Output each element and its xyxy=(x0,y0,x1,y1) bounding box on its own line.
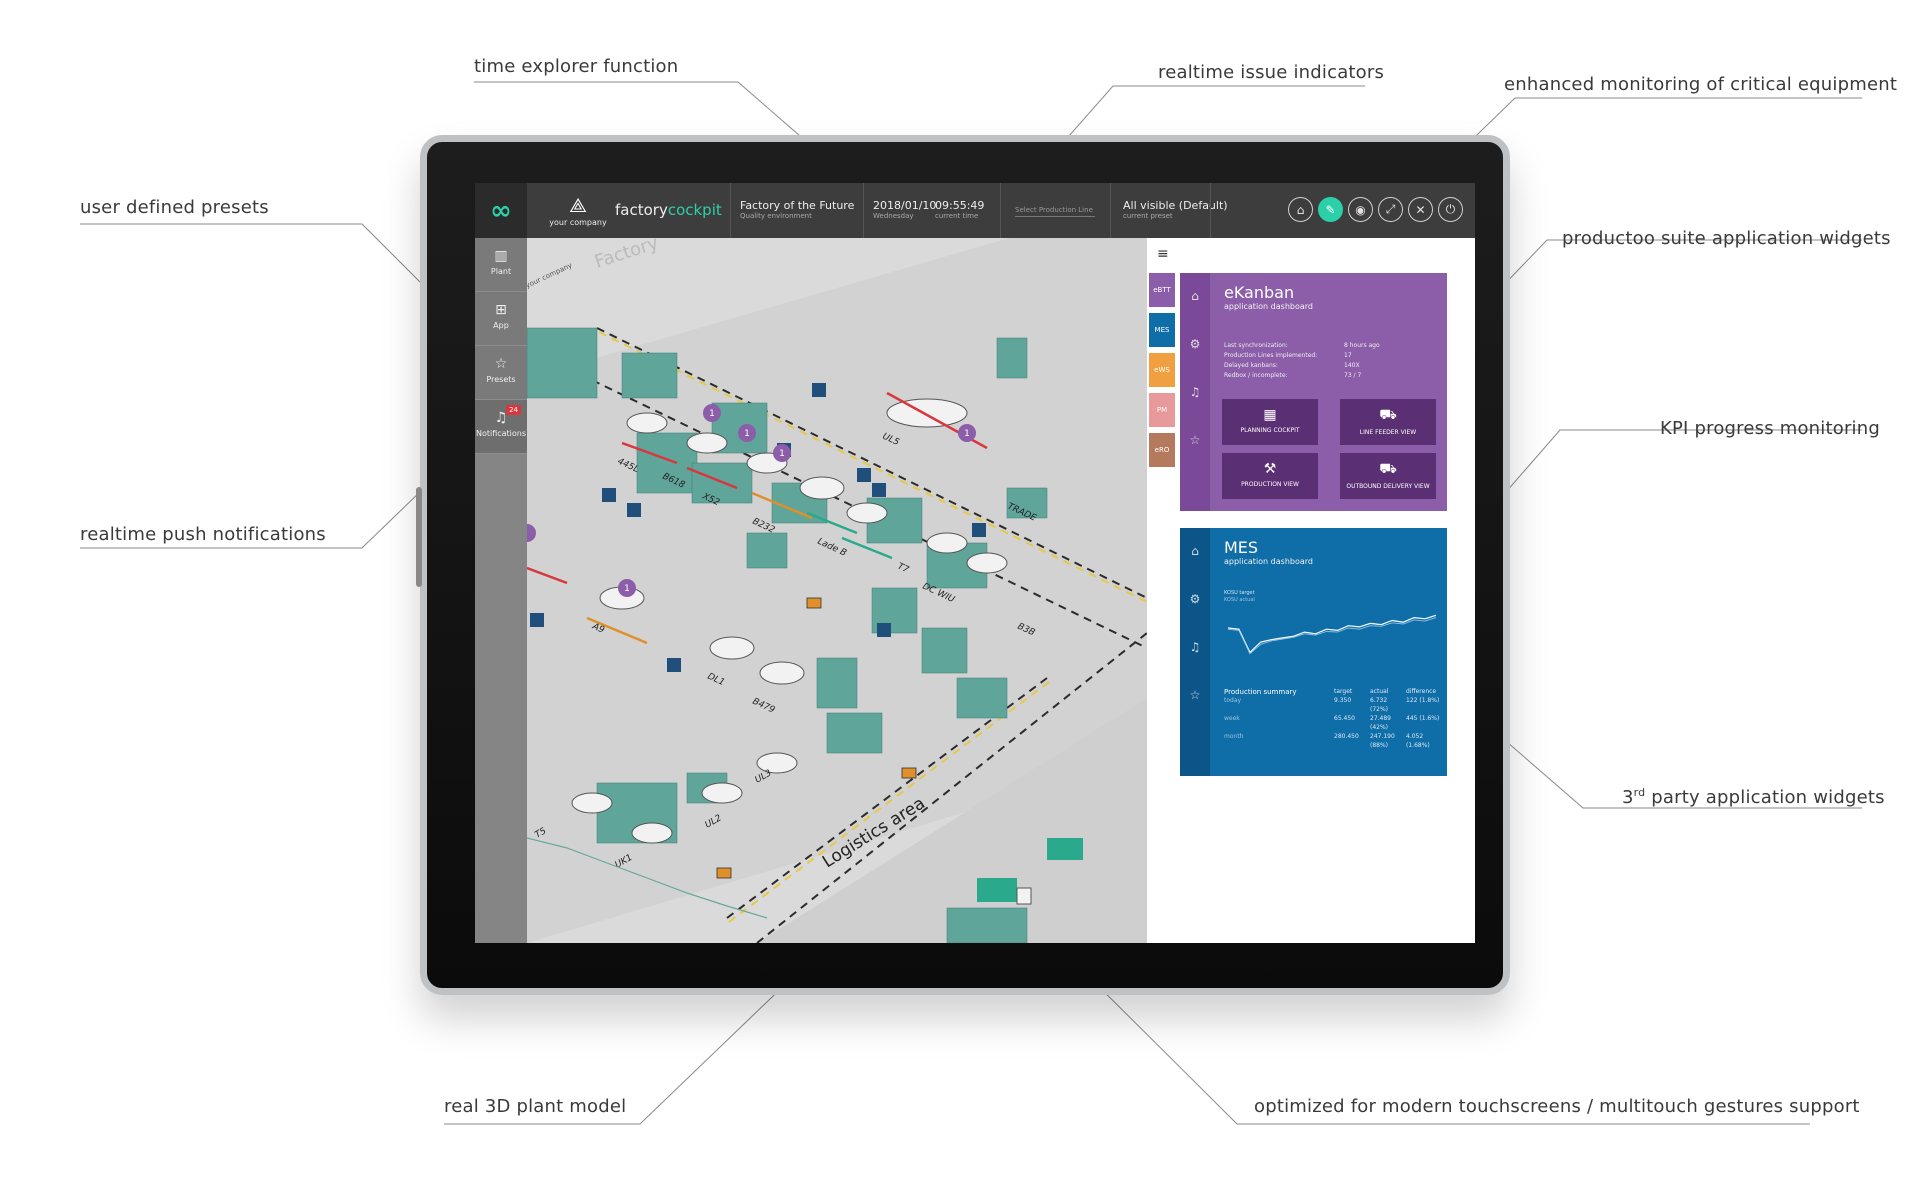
mes-title: MES xyxy=(1224,538,1259,557)
power-icon[interactable]: ⏻ xyxy=(1438,197,1463,222)
plant-isometric-view[interactable]: 1 1 1 1 1 445L B618 X52 B232 Lade B UL5 … xyxy=(527,238,1147,943)
callout-kpi-monitoring: KPI progress monitoring xyxy=(1660,418,1880,439)
svg-text:T5: T5 xyxy=(534,826,549,840)
line-feeder-view-button[interactable]: ⛟ LINE FEEDER VIEW xyxy=(1340,399,1436,445)
home-icon[interactable]: ⌂ xyxy=(1288,197,1313,222)
left-navigation: ▥ Plant ⊞ App ☆ Presets 24 ♫ Notificatio… xyxy=(475,238,527,943)
production-summary-table: Production summary target actual differe… xyxy=(1224,688,1442,750)
star-icon: ☆ xyxy=(494,356,508,372)
factory-cockpit-screen: ∞ ⟁ your company factorycockpit Factory … xyxy=(475,183,1475,943)
trucks xyxy=(977,838,1083,905)
grid-icon: ⊞ xyxy=(495,302,507,318)
callout-third-party: 3rd party application widgets xyxy=(1622,786,1885,808)
company-mark-icon: ⟁ xyxy=(569,193,587,217)
svg-text:1: 1 xyxy=(779,449,785,459)
home-icon[interactable]: ⌂ xyxy=(1191,544,1199,558)
star-icon[interactable]: ☆ xyxy=(1189,433,1201,447)
svg-text:1: 1 xyxy=(709,409,715,419)
ekanban-sidebar: ⌂ ⚙ ♫ ☆ xyxy=(1180,273,1210,511)
company-logo: ⟁ your company xyxy=(543,193,613,228)
callout-user-presets: user defined presets xyxy=(80,197,269,218)
production-line-select[interactable]: Select Production Line xyxy=(1015,206,1095,217)
truck-icon: ⛟ xyxy=(1379,461,1397,477)
nav-item-app[interactable]: ⊞ App xyxy=(475,292,527,346)
time-explorer-date[interactable]: 2018/01/10 Wednesday xyxy=(873,199,937,220)
planning-cockpit-button[interactable]: ▦ PLANNING COCKPIT xyxy=(1222,399,1318,445)
callout-plant-model: real 3D plant model xyxy=(444,1096,627,1117)
bell-icon[interactable]: ♫ xyxy=(1189,385,1201,399)
plant-3d-model[interactable]: 1 1 1 1 1 445L B618 X52 B232 Lade B UL5 … xyxy=(527,238,1147,943)
brand-title: factorycockpit xyxy=(615,201,722,219)
mes-sidebar: ⌂ ⚙ ♫ ☆ xyxy=(1180,528,1210,776)
side-button xyxy=(416,487,422,587)
callout-touchscreens: optimized for modern touchscreens / mult… xyxy=(1254,1096,1860,1117)
calendar-icon: ▦ xyxy=(1263,407,1277,423)
callout-suite-widgets: productoo suite application widgets xyxy=(1562,228,1891,249)
mes-widget: ⌂ ⚙ ♫ ☆ MES application dashboard KOSU t… xyxy=(1180,528,1447,776)
legend-actual: KOSU actual xyxy=(1224,597,1255,603)
mes-subtitle: application dashboard xyxy=(1224,557,1313,566)
menu-icon[interactable]: ≡ xyxy=(1157,246,1169,262)
gear-icon[interactable]: ⚙ xyxy=(1189,337,1201,351)
nav-item-presets[interactable]: ☆ Presets xyxy=(475,346,527,400)
svg-text:1: 1 xyxy=(624,584,630,594)
location-icon[interactable]: ◉ xyxy=(1348,197,1373,222)
ekanban-stats: Last synchronization:8 hours ago Product… xyxy=(1224,342,1380,379)
callout-critical-equipment: enhanced monitoring of critical equipmen… xyxy=(1504,74,1898,95)
svg-text:T7: T7 xyxy=(896,562,911,576)
factory-icon: ▥ xyxy=(494,248,508,264)
app-logo-icon[interactable]: ∞ xyxy=(475,183,527,238)
ekanban-subtitle: application dashboard xyxy=(1224,302,1313,311)
callout-push-notifications: realtime push notifications xyxy=(80,524,326,545)
preset-selector[interactable]: All visible (Default) current preset xyxy=(1123,199,1228,220)
app-tab-mes[interactable]: MES xyxy=(1149,313,1175,347)
home-icon[interactable]: ⌂ xyxy=(1191,289,1199,303)
bell-icon[interactable]: ♫ xyxy=(1189,640,1201,654)
app-tab-ero[interactable]: eRO xyxy=(1149,433,1175,467)
nav-item-plant[interactable]: ▥ Plant xyxy=(475,238,527,292)
series-line-target xyxy=(1227,614,1437,654)
app-tab-pm[interactable]: PM xyxy=(1149,393,1175,427)
production-view-button[interactable]: ⚒ PRODUCTION VIEW xyxy=(1222,453,1318,499)
nav-item-notifications[interactable]: 24 ♫ Notifications xyxy=(475,400,527,454)
widget-panel: ≡ eBTT MES eWS PM eRO ⌂ ⚙ ♫ ☆ eKanban ap… xyxy=(1147,238,1475,943)
robot-arm-icon: ⚒ xyxy=(1263,461,1277,477)
series-line-actual xyxy=(1227,617,1437,655)
notification-count-badge: 24 xyxy=(506,405,521,415)
app-tab-ebtt[interactable]: eBTT xyxy=(1149,273,1175,307)
star-icon[interactable]: ☆ xyxy=(1189,688,1201,702)
svg-text:1: 1 xyxy=(744,429,750,439)
toolbar-icons: ⌂ ✎ ◉ ⤢ ✕ ⏻ xyxy=(1288,197,1463,222)
legend-target: KOSU target xyxy=(1224,590,1255,596)
environment-selector[interactable]: Factory of the Future Quality environmen… xyxy=(740,199,855,220)
svg-text:1: 1 xyxy=(964,429,970,439)
callout-time-explorer: time explorer function xyxy=(474,56,679,77)
gear-icon[interactable]: ⚙ xyxy=(1189,592,1201,606)
time-explorer-time[interactable]: 09:55:49 current time xyxy=(935,199,985,220)
kosu-line-chart[interactable]: KOSU target KOSU actual xyxy=(1220,578,1440,670)
bell-icon: ♫ xyxy=(494,410,508,426)
tools-icon[interactable]: ✕ xyxy=(1408,197,1433,222)
fullscreen-icon[interactable]: ⤢ xyxy=(1378,197,1403,222)
top-bar: ∞ ⟁ your company factorycockpit Factory … xyxy=(475,183,1475,238)
outbound-delivery-view-button[interactable]: ⛟ OUTBOUND DELIVERY VIEW xyxy=(1340,453,1436,499)
callout-issue-indicators: realtime issue indicators xyxy=(1158,62,1385,83)
cart-icon: ⛟ xyxy=(1379,407,1397,423)
pin-icon[interactable]: ✎ xyxy=(1318,197,1343,222)
app-tab-ews[interactable]: eWS xyxy=(1149,353,1175,387)
ekanban-title: eKanban xyxy=(1224,283,1295,302)
ekanban-widget: ⌂ ⚙ ♫ ☆ eKanban application dashboard La… xyxy=(1180,273,1447,511)
